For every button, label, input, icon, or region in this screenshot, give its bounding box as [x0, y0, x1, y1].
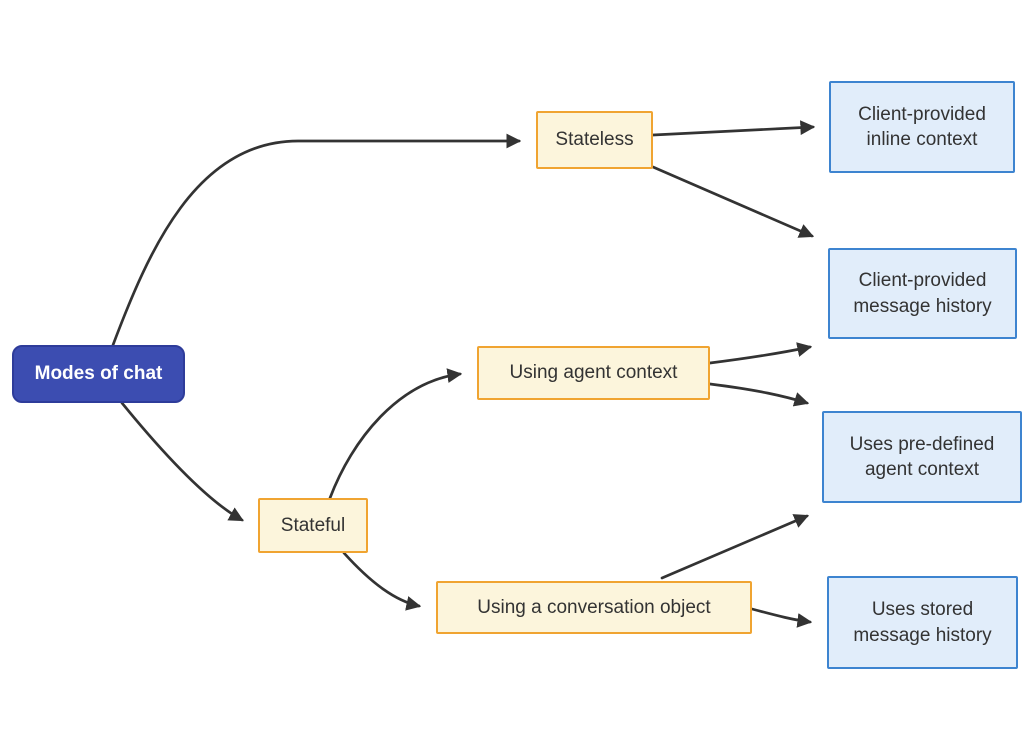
- node-client-provided-inline-context: Client-provided inline context: [829, 81, 1015, 173]
- edge-stateful-to-using-a-conversation-object: [342, 551, 422, 611]
- node-uses-stored-message-history: Uses stored message history: [827, 576, 1018, 669]
- node-label: Stateless: [555, 129, 634, 151]
- node-label: Stateful: [280, 514, 346, 536]
- node-label: Modes of chat: [34, 363, 163, 385]
- edge-using-a-conversation-object-to-uses-pre-defined-agent-context: [660, 514, 810, 580]
- edge-stateless-to-client-provided-inline-context: [651, 120, 816, 137]
- node-label: Client-provided message history: [853, 270, 992, 317]
- edge-using-agent-context-to-client-provided-message-history: [708, 342, 813, 365]
- node-using-agent-context: Using agent context: [477, 346, 710, 400]
- node-stateless: Stateless: [536, 111, 653, 169]
- node-client-provided-message-history: Client-provided message history: [828, 248, 1017, 339]
- node-label: Using a conversation object: [477, 596, 711, 618]
- edge-stateful-to-using-agent-context: [328, 368, 463, 500]
- node-label: Uses pre-defined agent context: [849, 433, 995, 480]
- node-modes-of-chat: Modes of chat: [12, 345, 185, 403]
- edge-using-a-conversation-object-to-uses-stored-message-history: [750, 607, 813, 628]
- node-uses-pre-defined-agent-context: Uses pre-defined agent context: [822, 411, 1022, 503]
- edge-modes-of-chat-to-stateful: [120, 401, 244, 522]
- node-label: Using agent context: [509, 362, 678, 384]
- edge-modes-of-chat-to-stateless: [111, 133, 522, 347]
- node-label: Uses stored message history: [853, 599, 992, 646]
- node-label: Client-provided inline context: [858, 103, 986, 150]
- edge-using-agent-context-to-uses-pre-defined-agent-context: [708, 382, 810, 407]
- node-using-a-conversation-object: Using a conversation object: [436, 581, 752, 634]
- node-stateful: Stateful: [258, 498, 368, 553]
- edge-stateless-to-client-provided-message-history: [651, 165, 815, 238]
